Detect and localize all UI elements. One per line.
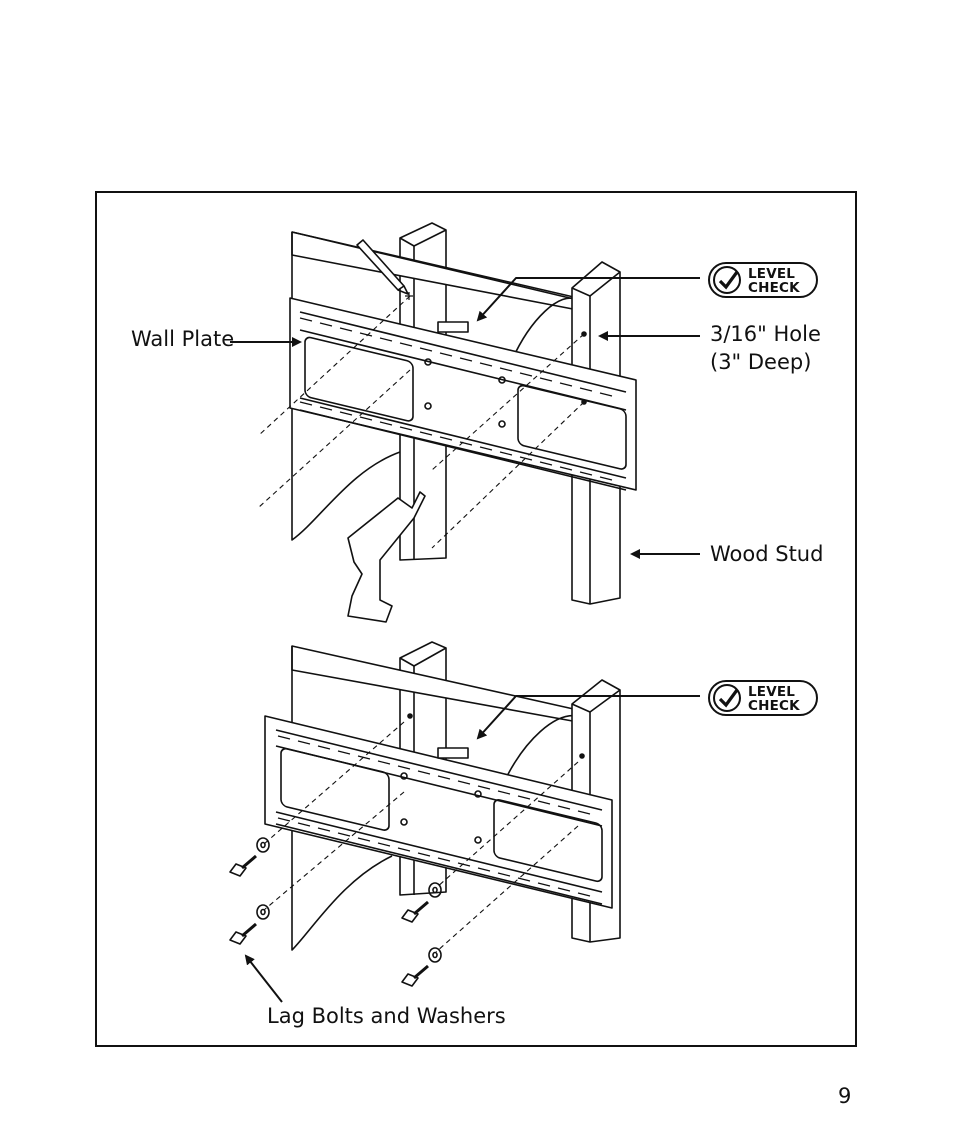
bottom-wall-scene xyxy=(229,641,700,1003)
badge-line1: LEVEL xyxy=(748,266,796,282)
top-wall-scene xyxy=(230,222,700,623)
lag-bolts-label: Lag Bolts and Washers xyxy=(267,1004,506,1028)
checkmark-icon xyxy=(713,684,741,712)
figure-frame xyxy=(95,191,857,1047)
badge-line2: CHECK xyxy=(748,280,800,296)
level-check-badge-bottom: LEVEL CHECK xyxy=(708,680,818,716)
badge-line2: CHECK xyxy=(748,698,800,714)
wall-plate-label: Wall Plate xyxy=(131,327,235,351)
hole-label-line2: (3" Deep) xyxy=(710,350,812,374)
badge-line1: LEVEL xyxy=(748,684,796,700)
page-number: 9 xyxy=(838,1084,852,1108)
checkmark-icon xyxy=(713,266,741,294)
hole-label-line1: 3/16" Hole xyxy=(710,322,821,346)
wood-stud-label: Wood Stud xyxy=(710,542,824,566)
level-check-badge-top: LEVEL CHECK xyxy=(708,262,818,298)
